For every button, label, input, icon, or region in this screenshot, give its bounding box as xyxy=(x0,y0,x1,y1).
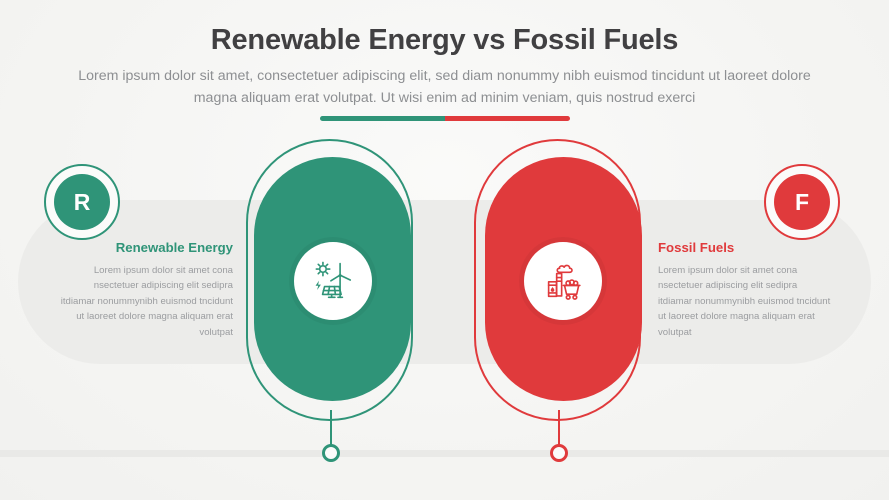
fossil-text-block: Fossil Fuels Lorem ipsum dolor sit amet … xyxy=(658,240,833,340)
renewable-text-block: Renewable Energy Lorem ipsum dolor sit a… xyxy=(58,240,233,340)
fossil-icon-circle[interactable] xyxy=(524,242,602,320)
fossil-connector-endpoint[interactable] xyxy=(550,444,568,462)
divider-half-green xyxy=(320,116,445,121)
badge-fossil-letter: F xyxy=(774,174,830,230)
fossil-fuels-icon xyxy=(540,258,586,304)
renewable-connector-line xyxy=(330,410,332,448)
content-panel-background xyxy=(18,200,871,364)
header: Renewable Energy vs Fossil Fuels Lorem i… xyxy=(0,22,889,109)
page-title: Renewable Energy vs Fossil Fuels xyxy=(210,24,679,56)
fossil-body-text: Lorem ipsum dolor sit amet cona nsectetu… xyxy=(658,264,831,338)
badge-renewable[interactable]: R xyxy=(44,164,120,240)
badge-fossil[interactable]: F xyxy=(764,164,840,240)
divider-half-red xyxy=(445,116,570,121)
renewable-connector-endpoint[interactable] xyxy=(322,444,340,462)
page-subtitle: Lorem ipsum dolor sit amet, consectetuer… xyxy=(78,68,811,106)
renewable-heading: Renewable Energy xyxy=(115,240,233,255)
title-divider-bar xyxy=(320,116,570,121)
renewable-outline-pill xyxy=(246,139,413,421)
fossil-connector-line xyxy=(558,410,560,448)
baseline-rule xyxy=(0,450,889,457)
badge-renewable-letter: R xyxy=(54,174,110,230)
renewable-icon-circle[interactable] xyxy=(294,242,372,320)
renewable-body-text: Lorem ipsum dolor sit amet cona nsectetu… xyxy=(60,264,233,338)
fossil-heading: Fossil Fuels xyxy=(658,240,735,255)
renewable-energy-icon xyxy=(310,258,356,304)
